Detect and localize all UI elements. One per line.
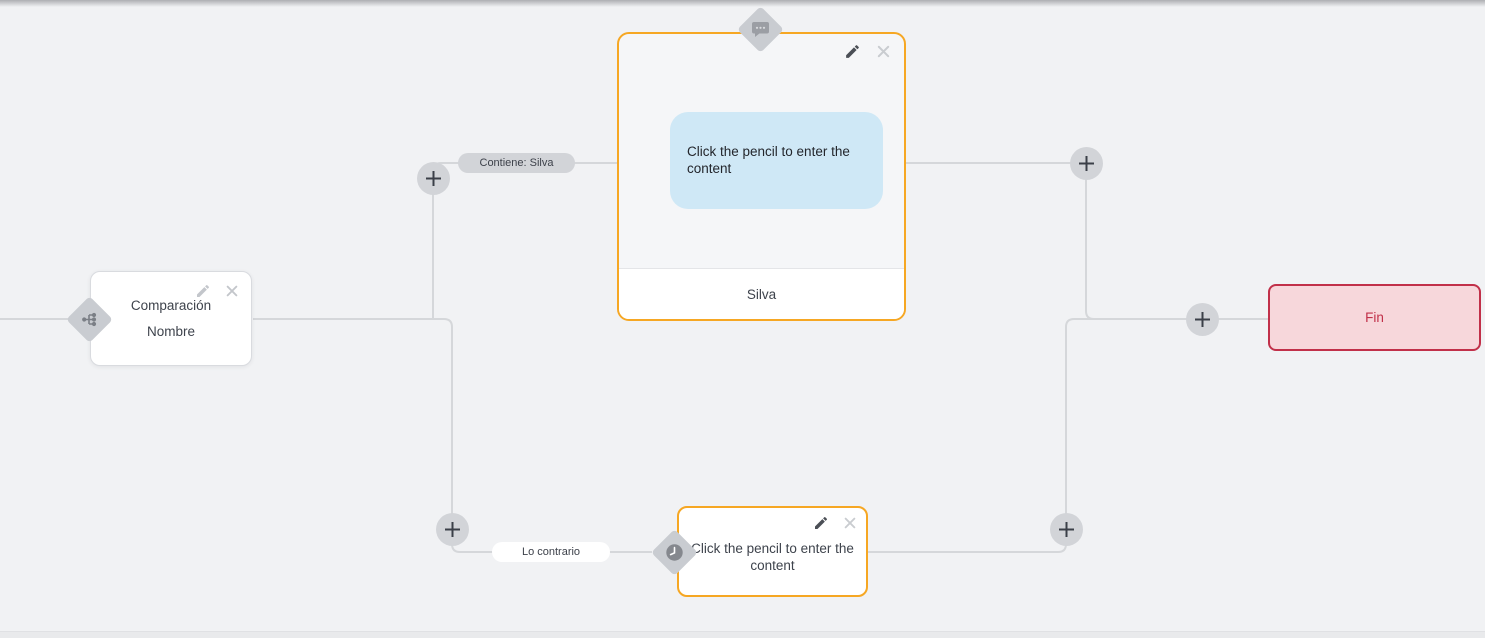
message-preview-bubble: Click the pencil to enter the content xyxy=(670,112,883,209)
close-icon[interactable] xyxy=(843,516,857,530)
edge-label-top-branch-text: Contiene: Silva xyxy=(479,157,554,169)
wire-top-branch xyxy=(432,162,617,319)
add-node-button-top-right[interactable] xyxy=(1069,146,1103,180)
plus-icon xyxy=(1058,521,1074,537)
chat-bubble-icon xyxy=(751,21,769,37)
edge-label-bottom-branch: Lo contrario xyxy=(492,542,610,562)
message-type-diamond xyxy=(736,5,784,53)
pencil-icon[interactable] xyxy=(195,283,211,299)
delay-placeholder-text: Click the pencil to enter the content xyxy=(691,541,854,573)
message-footer-value: Silva xyxy=(746,286,777,302)
node-comparison-actions xyxy=(195,283,239,299)
message-placeholder-text: Click the pencil to enter the content xyxy=(687,144,850,176)
node-comparison-title-line2: Nombre xyxy=(146,324,195,339)
add-node-button-bottom-left[interactable] xyxy=(435,512,469,546)
plus-icon xyxy=(425,170,441,186)
node-delay-actions xyxy=(813,515,857,531)
wire-bottom-branch xyxy=(253,318,652,553)
comparison-type-diamond xyxy=(65,295,113,343)
plus-icon xyxy=(1194,311,1210,327)
pencil-icon[interactable] xyxy=(813,515,829,531)
wire-message-to-end xyxy=(906,162,1268,320)
node-message-actions xyxy=(844,43,891,60)
pencil-icon[interactable] xyxy=(844,43,861,60)
node-comparison-title-line1: Comparación xyxy=(130,298,212,313)
edge-label-bottom-branch-text: Lo contrario xyxy=(521,546,581,558)
edge-label-top-branch: Contiene: Silva xyxy=(458,153,575,173)
add-node-button-bottom-right[interactable] xyxy=(1049,512,1083,546)
branch-icon xyxy=(81,312,96,326)
message-footer: Silva xyxy=(619,268,904,319)
canvas-bottom-edge xyxy=(0,631,1485,638)
node-delay[interactable]: Click the pencil to enter the content xyxy=(677,506,868,597)
add-node-button-before-end[interactable] xyxy=(1185,302,1219,336)
close-icon[interactable] xyxy=(225,284,239,298)
close-icon[interactable] xyxy=(876,44,891,59)
node-message[interactable]: Click the pencil to enter the content Si… xyxy=(617,32,906,321)
plus-icon xyxy=(1078,155,1094,171)
node-end-label: Fin xyxy=(1365,310,1384,325)
delay-type-diamond xyxy=(650,528,698,576)
node-end[interactable]: Fin xyxy=(1268,284,1481,351)
node-comparison[interactable]: Comparación Nombre xyxy=(90,271,252,366)
plus-icon xyxy=(444,521,460,537)
clock-icon xyxy=(665,543,683,561)
wire-delay-to-end xyxy=(868,318,1100,553)
add-node-button-top-left[interactable] xyxy=(416,161,450,195)
